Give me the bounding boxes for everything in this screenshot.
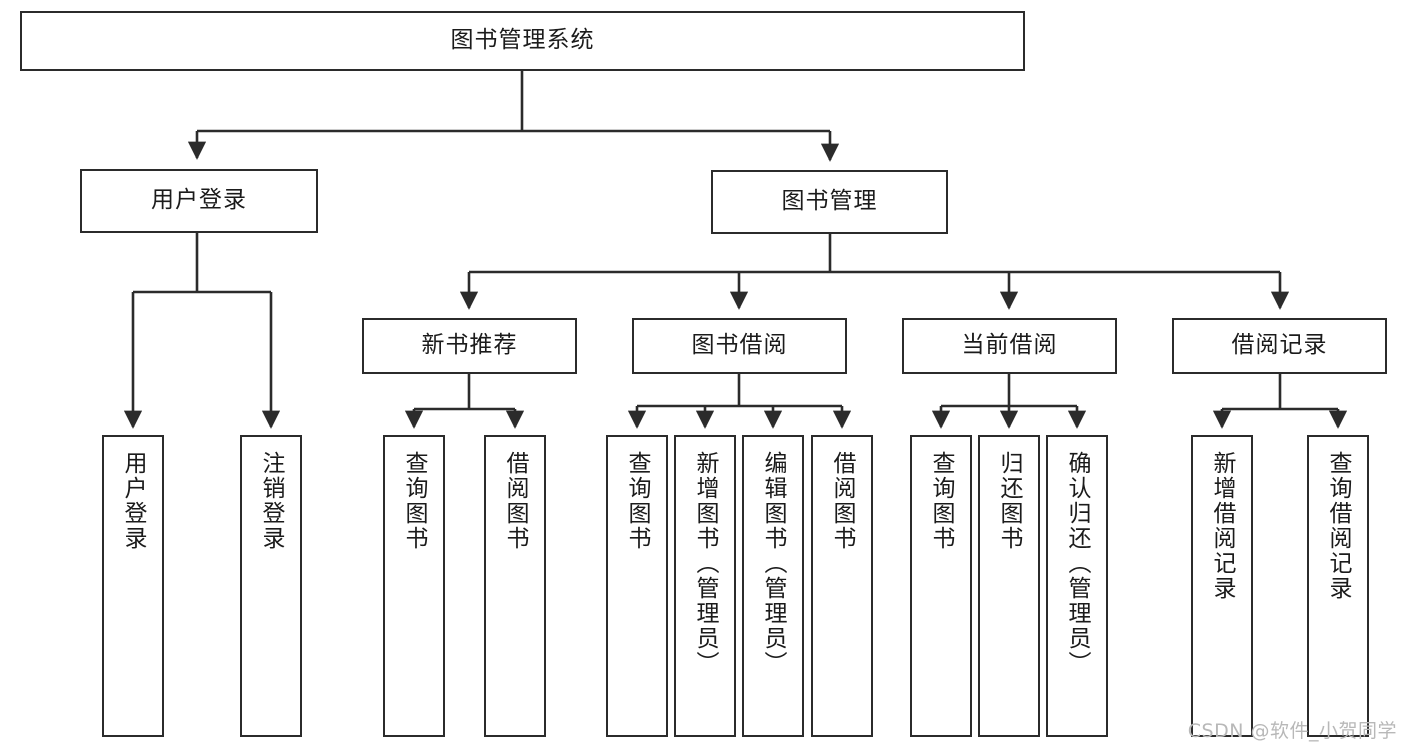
node-leaf-query-record-label: 查询借阅记录 [1325,451,1352,601]
node-leaf-edit-book-label: 编辑图书（管理员） [760,451,787,676]
node-book-borrow[interactable]: 图书借阅 [632,318,847,374]
node-leaf-add-book-label: 新增图书（管理员） [692,451,719,676]
node-user-login-label: 用户登录 [151,187,247,214]
node-current-borrow-label: 当前借阅 [961,332,1058,359]
node-leaf-user-logout[interactable]: 注销登录 [240,435,302,737]
node-leaf-user-login[interactable]: 用户登录 [102,435,164,737]
node-leaf-edit-book[interactable]: 编辑图书（管理员） [742,435,804,737]
node-new-book-rec[interactable]: 新书推荐 [362,318,577,374]
node-leaf-borrow-book-1-label: 借阅图书 [502,451,529,551]
node-leaf-confirm-return-label: 确认归还（管理员） [1064,451,1091,676]
node-book-manage[interactable]: 图书管理 [711,170,948,234]
node-leaf-user-logout-label: 注销登录 [258,451,285,551]
node-leaf-borrow-book-1[interactable]: 借阅图书 [484,435,546,737]
node-leaf-add-record[interactable]: 新增借阅记录 [1191,435,1253,737]
node-leaf-return-book-label: 归还图书 [996,451,1023,551]
node-current-borrow[interactable]: 当前借阅 [902,318,1117,374]
node-leaf-add-book[interactable]: 新增图书（管理员） [674,435,736,737]
node-leaf-query-book-3[interactable]: 查询图书 [910,435,972,737]
node-leaf-user-login-label: 用户登录 [120,451,147,551]
node-borrow-record-label: 借阅记录 [1231,332,1328,359]
node-leaf-query-book-2-label: 查询图书 [624,451,651,551]
node-user-login[interactable]: 用户登录 [80,169,318,233]
node-leaf-query-book-2[interactable]: 查询图书 [606,435,668,737]
node-leaf-add-record-label: 新增借阅记录 [1209,451,1236,601]
node-leaf-query-book-3-label: 查询图书 [928,451,955,551]
node-leaf-query-book-1-label: 查询图书 [401,451,428,551]
node-root-label: 图书管理系统 [450,27,595,54]
node-leaf-borrow-book-2-label: 借阅图书 [829,451,856,551]
node-book-manage-label: 图书管理 [781,188,878,215]
node-leaf-borrow-book-2[interactable]: 借阅图书 [811,435,873,737]
node-root[interactable]: 图书管理系统 [20,11,1025,71]
node-leaf-query-record[interactable]: 查询借阅记录 [1307,435,1369,737]
node-leaf-return-book[interactable]: 归还图书 [978,435,1040,737]
node-borrow-record[interactable]: 借阅记录 [1172,318,1387,374]
node-leaf-query-book-1[interactable]: 查询图书 [383,435,445,737]
watermark-text: CSDN @软件_小贺同学 [1187,720,1397,742]
node-leaf-confirm-return[interactable]: 确认归还（管理员） [1046,435,1108,737]
node-new-book-rec-label: 新书推荐 [421,332,518,359]
node-book-borrow-label: 图书借阅 [691,332,788,359]
